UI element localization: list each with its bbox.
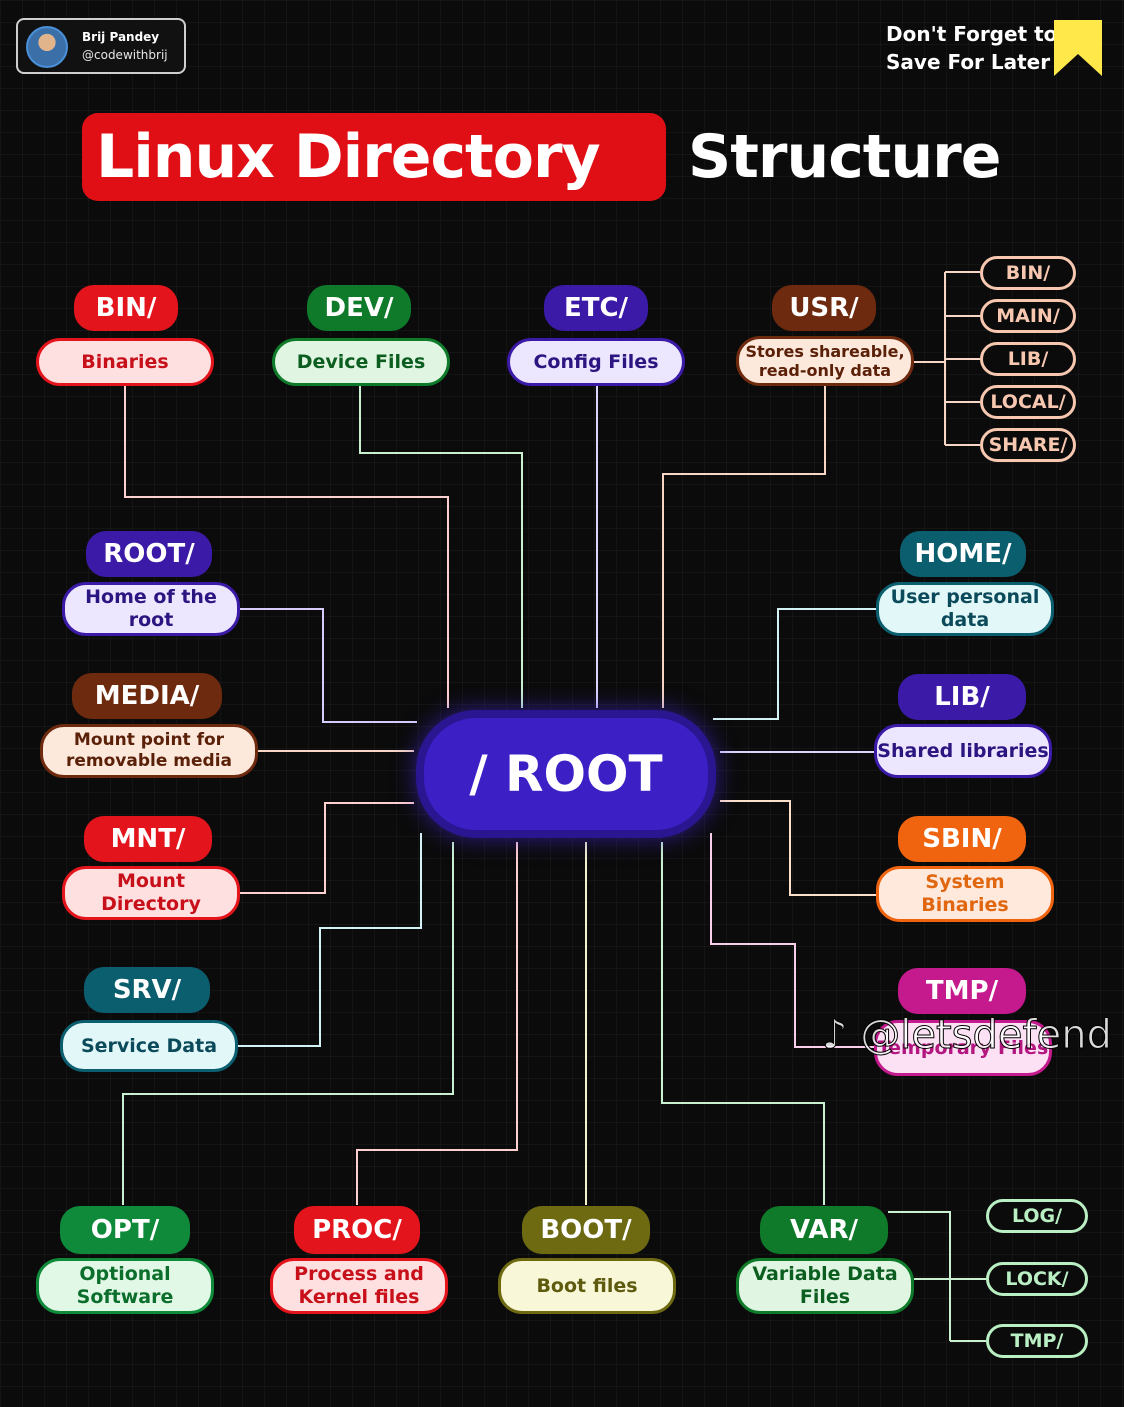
node-sbin-desc: System Binaries — [876, 866, 1054, 922]
node-bin-desc: Binaries — [36, 338, 214, 386]
usr-child-share: SHARE/ — [980, 428, 1076, 462]
line-var — [661, 842, 825, 1205]
node-srv-desc: Service Data — [60, 1020, 238, 1072]
usr-child-lib: LIB/ — [980, 342, 1076, 376]
save-notice-line2: Save For Later — [886, 50, 1051, 74]
node-root-desc: Home of the root — [62, 582, 240, 636]
usr-child-main: MAIN/ — [980, 299, 1076, 333]
node-var-desc: Variable Data Files — [736, 1258, 914, 1314]
line-mnt — [240, 802, 414, 894]
node-var-head: VAR/ — [760, 1206, 888, 1254]
node-tmp-desc: Temporary Files — [874, 1020, 1052, 1076]
var-child-lock: LOCK/ — [986, 1262, 1088, 1296]
title-rest: Structure — [688, 122, 1001, 192]
node-home-desc: User personal data — [876, 582, 1054, 636]
node-dev-desc: Device Files — [272, 338, 450, 386]
title-highlight-box — [82, 113, 666, 201]
line-opt — [122, 842, 454, 1205]
node-sbin-head: SBIN/ — [898, 816, 1026, 862]
line-home — [713, 608, 876, 720]
var-child-log: LOG/ — [986, 1199, 1088, 1233]
avatar — [26, 26, 68, 68]
node-opt-head: OPT/ — [60, 1206, 190, 1254]
node-srv-head: SRV/ — [84, 967, 210, 1013]
watermark-handle: @letsdefend — [860, 1012, 1113, 1059]
node-boot-head: BOOT/ — [522, 1206, 650, 1254]
root-node: / ROOT — [416, 710, 716, 838]
node-proc-desc: Process and Kernel files — [270, 1258, 448, 1314]
line-bin — [124, 384, 449, 708]
node-root-head: ROOT/ — [86, 531, 212, 577]
node-bin-head: BIN/ — [74, 285, 178, 331]
node-proc-head: PROC/ — [294, 1206, 420, 1254]
node-mnt-desc: Mount Directory — [62, 866, 240, 920]
node-boot-desc: Boot files — [498, 1258, 676, 1314]
line-proc — [356, 842, 518, 1205]
save-notice-line1: Don't Forget to — [886, 22, 1058, 46]
node-home-head: HOME/ — [900, 531, 1026, 577]
author-handle: @codewithbrij — [82, 48, 168, 62]
line-tmp — [710, 833, 876, 1048]
usr-child-local: LOCAL/ — [980, 385, 1076, 419]
var-child-tmp: TMP/ — [986, 1324, 1088, 1358]
watermark: ♪ @letsdefend — [822, 1012, 1113, 1059]
line-usr — [662, 384, 826, 708]
node-dev-head: DEV/ — [307, 285, 411, 331]
node-opt-desc: Optional Software — [36, 1258, 214, 1314]
node-lib-head: LIB/ — [898, 674, 1026, 720]
usr-child-bin: BIN/ — [980, 256, 1076, 290]
line-srv — [237, 833, 422, 1047]
node-usr-head: USR/ — [772, 285, 876, 331]
node-mnt-head: MNT/ — [84, 816, 212, 862]
node-etc-desc: Config Files — [507, 338, 685, 386]
title-highlight: Linux Directory — [96, 122, 601, 192]
line-root-dir — [240, 608, 417, 723]
node-tmp-head: TMP/ — [898, 968, 1026, 1014]
tiktok-icon: ♪ — [822, 1012, 849, 1059]
author-name: Brij Pandey — [82, 30, 160, 44]
bookmark-icon — [1054, 20, 1102, 76]
line-dev — [359, 384, 523, 708]
node-media-desc: Mount point for removable media — [40, 724, 258, 778]
line-usr-children — [914, 271, 980, 446]
author-badge[interactable]: Brij Pandey @codewithbrij — [16, 18, 186, 74]
node-lib-desc: Shared libraries — [874, 724, 1052, 778]
line-sbin — [720, 800, 876, 896]
node-usr-desc: Stores shareable, read-only data — [736, 336, 914, 386]
line-var-children — [888, 1211, 986, 1342]
node-etc-head: ETC/ — [544, 285, 648, 331]
node-media-head: MEDIA/ — [72, 673, 222, 719]
